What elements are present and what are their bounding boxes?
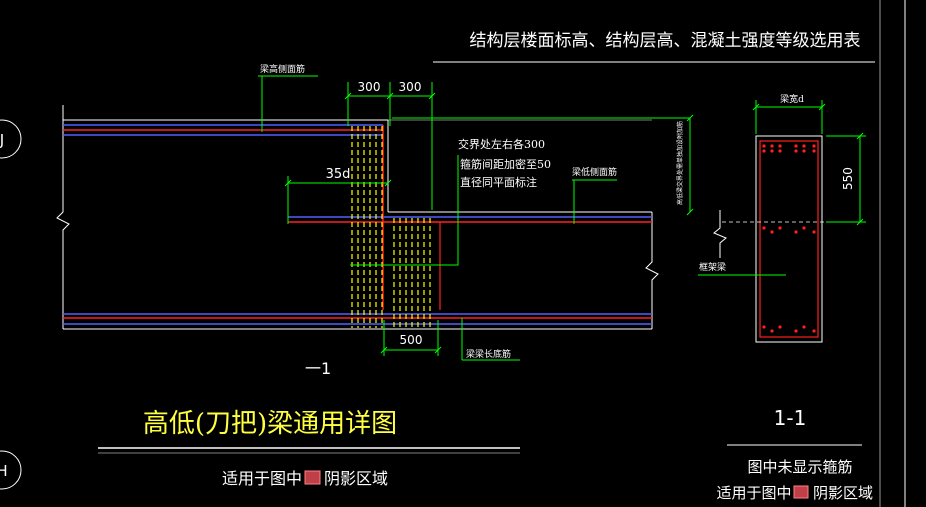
label-cross-beam-note: 交界处左右各300 — [458, 137, 545, 151]
label-beam-width: 梁宽d — [780, 93, 804, 105]
section-note2-suffix: 阴影区域 — [813, 484, 873, 502]
label-beam-high-side: 梁高侧面筋 — [260, 63, 305, 75]
section-note: 图中未显示箍筋 — [747, 458, 852, 476]
grid-label-h: H — [0, 462, 8, 480]
label-vertical-note: 高低梁交界处需单独加设附加筋 — [676, 121, 684, 205]
hatch-swatch-section — [793, 485, 809, 499]
grid-bubble-j — [0, 119, 22, 159]
dim-left-300: 300 — [358, 80, 381, 94]
grid-label-j: J — [0, 131, 4, 149]
drawing-title-block: 高低(刀把)梁通用详图 适用于图中 阴影区域 — [98, 409, 520, 488]
section-title: 1-1 — [774, 406, 807, 430]
stirrups-zone — [351, 126, 431, 328]
table-title: 结构层楼面标高、结构层高、混凝土强度等级选用表 — [470, 31, 861, 51]
drawing-title: 高低(刀把)梁通用详图 — [143, 409, 397, 439]
label-stirrup-note-1: 箍筋间距加密至50 — [460, 157, 551, 171]
dim-right-300: 300 — [399, 80, 422, 94]
section-1-1: 梁宽d 550 框架梁 1-1 图中未显示箍筋 适用于图中 阴影区域 — [698, 93, 873, 502]
hatch-swatch-title — [304, 470, 321, 485]
beam-elevation: 300 300 35d 500 梁高侧面筋 交界处左右各300 箍筋间距加密至5… — [56, 63, 694, 378]
dim-500: 500 — [400, 333, 423, 347]
dim-35d: 35d — [326, 167, 351, 182]
title-note-prefix: 适用于图中 — [222, 469, 302, 488]
section-top-bars — [762, 144, 816, 333]
section-note2-prefix: 适用于图中 — [716, 484, 791, 502]
label-frame-beam: 框架梁 — [699, 261, 726, 273]
label-beam-low-side: 梁低侧面筋 — [572, 166, 617, 178]
section-cut-mark: 一1 — [305, 359, 331, 378]
dim-550: 550 — [841, 167, 855, 190]
label-stirrup-note-2: 直径同平面标注 — [460, 175, 537, 189]
label-beam-bottom: 梁梁长底筋 — [466, 348, 511, 360]
grid-bubble-h — [0, 450, 22, 490]
title-note-suffix: 阴影区域 — [324, 469, 388, 488]
